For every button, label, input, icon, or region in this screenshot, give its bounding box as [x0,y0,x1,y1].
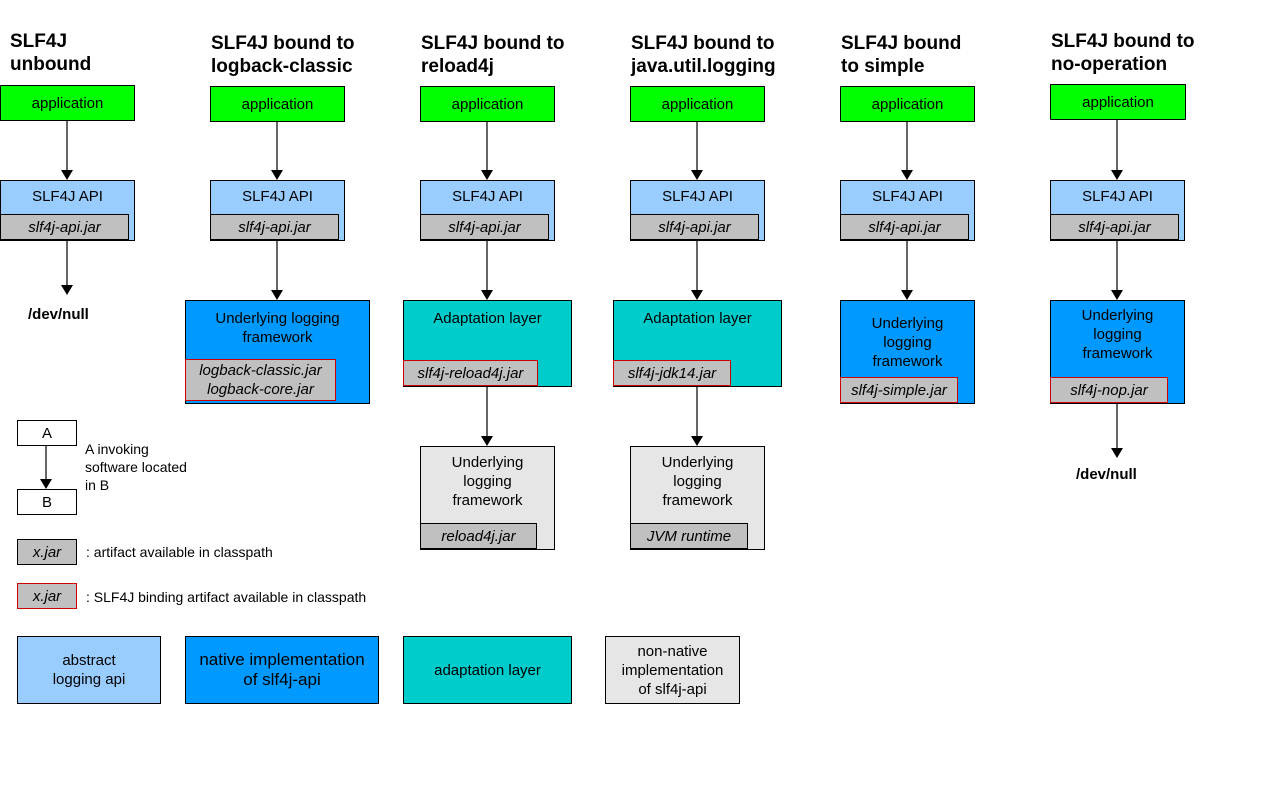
unbound-application-box: application [0,85,135,121]
nop-framework-label: Underlying logging framework [1081,307,1154,362]
jul-framework-label: Underlying logging framework [661,454,734,509]
legend-box-b: B [17,489,77,515]
legend-jar-text: : artifact available in classpath [86,544,273,560]
legend-invoke-text: A invoking software located in B [85,441,187,493]
jul-adapter-label: Adaptation layer [643,310,752,327]
nop-dev-null: /dev/null [1076,466,1137,483]
jul-application-box: application [630,86,765,122]
reload4j-slf4j-api-label: SLF4J API [452,188,523,205]
reload4j-application-box: application [420,86,555,122]
legend-binding-text: : SLF4J binding artifact available in cl… [86,589,367,605]
logback-slf4j-api-label: SLF4J API [242,188,313,205]
column-logback-title: SLF4J bound to logback-classic [211,33,355,77]
unbound-slf4j-api-jar: slf4j-api.jar [0,214,129,240]
simple-framework-label: Underlying logging framework [871,315,944,370]
unbound-dev-null: /dev/null [28,306,89,323]
nop-slf4j-api-label: SLF4J API [1082,188,1153,205]
column-simple-title: SLF4J bound to simple [841,33,962,77]
simple-application-box: application [840,86,975,122]
nop-binding-jar: slf4j-nop.jar [1050,377,1168,403]
legend-adaptation: adaptation layer [403,636,572,704]
legend-binding-sample: x.jar [17,583,77,609]
column-unbound-title: SLF4J unbound [10,31,92,75]
reload4j-binding-jar: slf4j-reload4j.jar [403,360,538,386]
reload4j-adapter-label: Adaptation layer [433,310,542,327]
reload4j-framework-jar: reload4j.jar [420,523,537,549]
logback-binding-jar: logback-classic.jar logback-core.jar [185,359,336,401]
legend-native-impl: native implementation of slf4j-api [185,636,379,704]
logback-application-box: application [210,86,345,122]
nop-application-box: application [1050,84,1186,120]
jul-slf4j-api-jar: slf4j-api.jar [630,214,759,240]
column-reload4j-title: SLF4J bound to reload4j [421,33,565,77]
logback-framework-label: Underlying logging framework [215,310,340,346]
legend-box-a: A [17,420,77,446]
reload4j-slf4j-api-jar: slf4j-api.jar [420,214,549,240]
reload4j-framework-label: Underlying logging framework [451,454,524,509]
simple-slf4j-api-label: SLF4J API [872,188,943,205]
nop-slf4j-api-jar: slf4j-api.jar [1050,214,1179,240]
jul-framework-jar: JVM runtime [630,523,748,549]
column-jul-title: SLF4J bound to java.util.logging [631,33,776,77]
logback-slf4j-api-jar: slf4j-api.jar [210,214,339,240]
jul-binding-jar: slf4j-jdk14.jar [613,360,731,386]
jul-slf4j-api-label: SLF4J API [662,188,733,205]
legend-abstract-api: abstract logging api [17,636,161,704]
simple-binding-jar: slf4j-simple.jar [840,377,958,403]
unbound-slf4j-api-label: SLF4J API [32,188,103,205]
simple-slf4j-api-jar: slf4j-api.jar [840,214,969,240]
column-nop-title: SLF4J bound to no-operation [1051,31,1195,75]
legend-jar-sample: x.jar [17,539,77,565]
legend-non-native: non-native implementation of slf4j-api [605,636,740,704]
